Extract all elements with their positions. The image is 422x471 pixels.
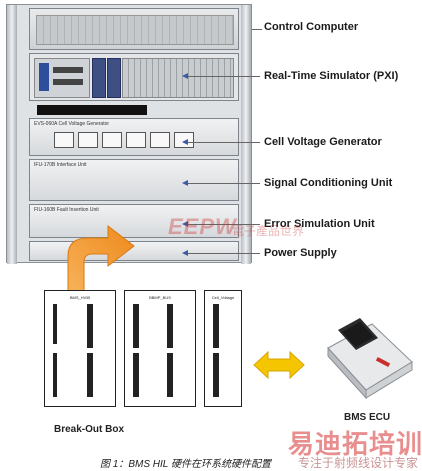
breakout-box-caption: Break-Out Box (54, 424, 125, 435)
callout-line (252, 29, 262, 30)
unit-label: FIU-160B Fault Insertion Unit (34, 207, 99, 213)
callout-arrow (182, 180, 188, 186)
breakout-panel: Cell_Voltage (204, 290, 242, 407)
double-arrow-icon (253, 350, 305, 380)
callout-line (188, 142, 260, 143)
breakout-panel: BMS_HVIB (44, 290, 116, 407)
rack-right-rail (241, 5, 251, 264)
breakout-panel: BBMP_BUS (124, 290, 196, 407)
connector-header (53, 304, 57, 344)
panel-title: Cell_Voltage (211, 295, 235, 300)
figure-caption: 图 1：BMS HIL 硬件在环系统硬件配置 (100, 459, 271, 470)
control-computer-unit (29, 8, 239, 50)
connection-arrow-icon (67, 224, 135, 292)
label-error-simulation-unit: Error Simulation Unit (264, 218, 375, 230)
watermark-logo: 易迪拓培训 (288, 429, 422, 459)
connector-header (87, 304, 93, 348)
pxi-port (53, 67, 83, 73)
connector-header (53, 353, 57, 397)
interface-unit: IFU-170B Interface Unit (29, 159, 239, 201)
watermark-text: 電子產品世界 (232, 224, 305, 238)
pxi-controller-panel (39, 63, 49, 91)
watermark-text: 专注于射频线设计专家 (298, 456, 419, 470)
fault-insertion-unit: FIU-160B Fault Insertion Unit (29, 204, 239, 238)
panel-title: BBMP_BUS (149, 295, 171, 300)
cell-voltage-module (150, 132, 170, 148)
bms-ecu-caption: BMS ECU (344, 412, 391, 423)
callout-arrow (182, 73, 188, 79)
rack-black-strip (37, 105, 147, 115)
callout-arrow (182, 250, 188, 256)
pxi-chassis-unit (29, 53, 239, 101)
cell-voltage-module (78, 132, 98, 148)
connector-header (213, 353, 219, 397)
watermark-logo: EEPW (168, 214, 237, 239)
callout-line (188, 253, 260, 254)
label-control-computer: Control Computer (264, 21, 359, 33)
callout-line (188, 76, 260, 77)
unit-label: EVS-060A Cell Voltage Generator (34, 121, 110, 127)
label-power-supply: Power Supply (264, 247, 337, 259)
callout-line (188, 224, 260, 225)
callout-arrow (182, 139, 188, 145)
hil-rack: EVS-060A Cell Voltage Generator IFU-170B… (6, 4, 252, 264)
pxi-blank-slots (122, 58, 234, 98)
connector-header (87, 353, 93, 397)
label-real-time-simulator: Real-Time Simulator (PXI) (264, 70, 399, 82)
callout-line (188, 183, 260, 184)
cell-voltage-module (102, 132, 122, 148)
pxi-controller (34, 58, 90, 98)
control-computer-vent (36, 15, 234, 45)
connector-header (167, 353, 173, 397)
callout-arrow (182, 221, 188, 227)
connector-header (133, 304, 139, 348)
cell-voltage-module (54, 132, 74, 148)
label-cell-voltage-generator: Cell Voltage Generator (264, 136, 382, 148)
connector-header (213, 304, 219, 348)
panel-title: BMS_HVIB (69, 295, 91, 300)
cell-voltage-generator-unit: EVS-060A Cell Voltage Generator (29, 118, 239, 156)
pxi-port (53, 79, 83, 85)
label-signal-conditioning-unit: Signal Conditioning Unit (264, 177, 393, 189)
unit-label: IFU-170B Interface Unit (34, 162, 87, 168)
connector-header (167, 304, 173, 348)
pxi-slot (92, 58, 106, 98)
cell-voltage-module (126, 132, 146, 148)
connector-header (133, 353, 139, 397)
rack-left-rail (7, 5, 17, 264)
pxi-slot (107, 58, 121, 98)
bms-ecu-device (327, 318, 413, 400)
